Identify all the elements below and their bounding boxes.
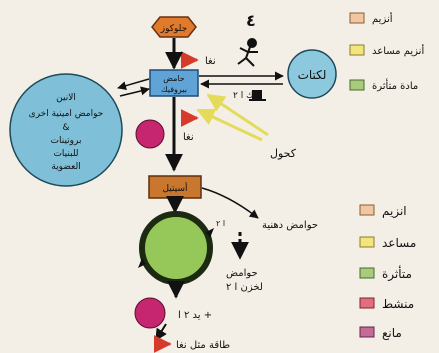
legend-bottom-swatch-coenzyme <box>359 236 375 248</box>
legend-top: أنزيم أنزيم مساعد مادة متأثرة <box>349 12 424 92</box>
nad-top-label: نغا <box>205 56 216 67</box>
pyruvic-label-1: حامض <box>163 74 185 83</box>
legend-bottom-swatch-activator <box>359 297 375 309</box>
fatty-store-line-2: لخزن ا ٢ <box>226 282 263 293</box>
fatty-acids-label: حوامض دهنية <box>262 220 318 231</box>
inhibitor-shape-2 <box>134 297 166 329</box>
legend-bottom: انزيم مساعد متأثرة منشط مانع <box>359 204 416 340</box>
acetyl-label: أسيتيل <box>162 182 187 194</box>
amino-acids-shape <box>9 73 123 187</box>
legend-top-swatch-enzyme <box>349 12 365 24</box>
nad-mid-label: نغا <box>183 132 194 143</box>
pyruvic-node: حامض بيروفيك <box>149 69 199 97</box>
running-person-icon <box>237 38 258 67</box>
legend-bottom-swatch-enzyme <box>359 204 375 216</box>
krebs-cycle-node <box>138 211 214 285</box>
legend-top-label-enzyme: أنزيم <box>372 12 393 25</box>
amino-acids-node: الانين حوامض امينية اخرى & بروتينات للبن… <box>9 73 123 187</box>
weightlifter-icon <box>249 90 266 101</box>
alcohol-label: كحول <box>270 147 297 160</box>
legend-bottom-label-inhibitor: مانع <box>382 326 402 340</box>
krebs-arrowhead-2 <box>138 258 146 268</box>
inhibitor-node-2 <box>134 297 166 329</box>
nadh2-bottom-label: يد ٢ ا + <box>178 310 212 321</box>
nad-bottom-label: طاقة مثل نغا <box>176 340 230 351</box>
fatty-store-line-1: حوامض <box>226 268 258 279</box>
yellow-arrow-2 <box>196 108 263 142</box>
pyruvic-to-amino-arrow <box>117 78 150 91</box>
amino-line-6: العضوية <box>51 162 80 172</box>
legend-bottom-swatch-substrate <box>359 267 375 279</box>
amino-line-4: بروتينات <box>51 136 82 146</box>
acetyl-to-fatty-arrow <box>201 187 259 219</box>
glucose-shape <box>151 16 197 38</box>
krebs-cycle-shape <box>139 211 213 285</box>
glucose-label: جلوكوز <box>160 24 187 34</box>
legend-bottom-swatch-inhibitor <box>359 326 375 338</box>
krebs-arrowhead-1 <box>206 228 214 238</box>
lactate-node: لكتات <box>287 49 337 99</box>
inhibitor-node-1 <box>135 119 165 149</box>
legend-top-swatch-substrate <box>349 79 365 91</box>
lactate-label: لكتات <box>298 68 327 82</box>
diagram-number: ٤ <box>246 11 256 30</box>
acetyl-node: أسيتيل <box>148 175 202 199</box>
inhibitor-shape-1 <box>135 119 165 149</box>
lactate-shape <box>287 49 337 99</box>
pyruvic-shape <box>149 69 199 97</box>
legend-bottom-label-substrate: متأثرة <box>382 265 412 282</box>
pyruvic-label-2: بيروفيك <box>161 85 187 94</box>
nadh2-label-a: ك ا ٢ <box>233 91 253 101</box>
legend-top-swatch-coenzyme <box>349 44 365 56</box>
legend-bottom-label-coenzyme: مساعد <box>382 236 416 250</box>
amino-line-2: حوامض امينية اخرى <box>29 109 104 119</box>
amino-line-3: & <box>62 123 69 133</box>
legend-top-label-coenzyme: أنزيم مساعد <box>372 44 424 57</box>
legend-bottom-label-activator: منشط <box>382 297 414 311</box>
glucose-node: جلوكوز <box>151 16 197 38</box>
legend-bottom-label-enzyme: انزيم <box>382 204 407 219</box>
co2-label: ا ٢ <box>216 219 225 228</box>
amino-to-pyruvic-arrow <box>119 86 150 97</box>
amino-line-5: للبنيات <box>53 149 78 159</box>
yellow-arrow-1 <box>206 93 269 137</box>
legend-top-label-substrate: مادة متأثرة <box>372 78 418 92</box>
amino-line-1: الانين <box>56 93 76 103</box>
